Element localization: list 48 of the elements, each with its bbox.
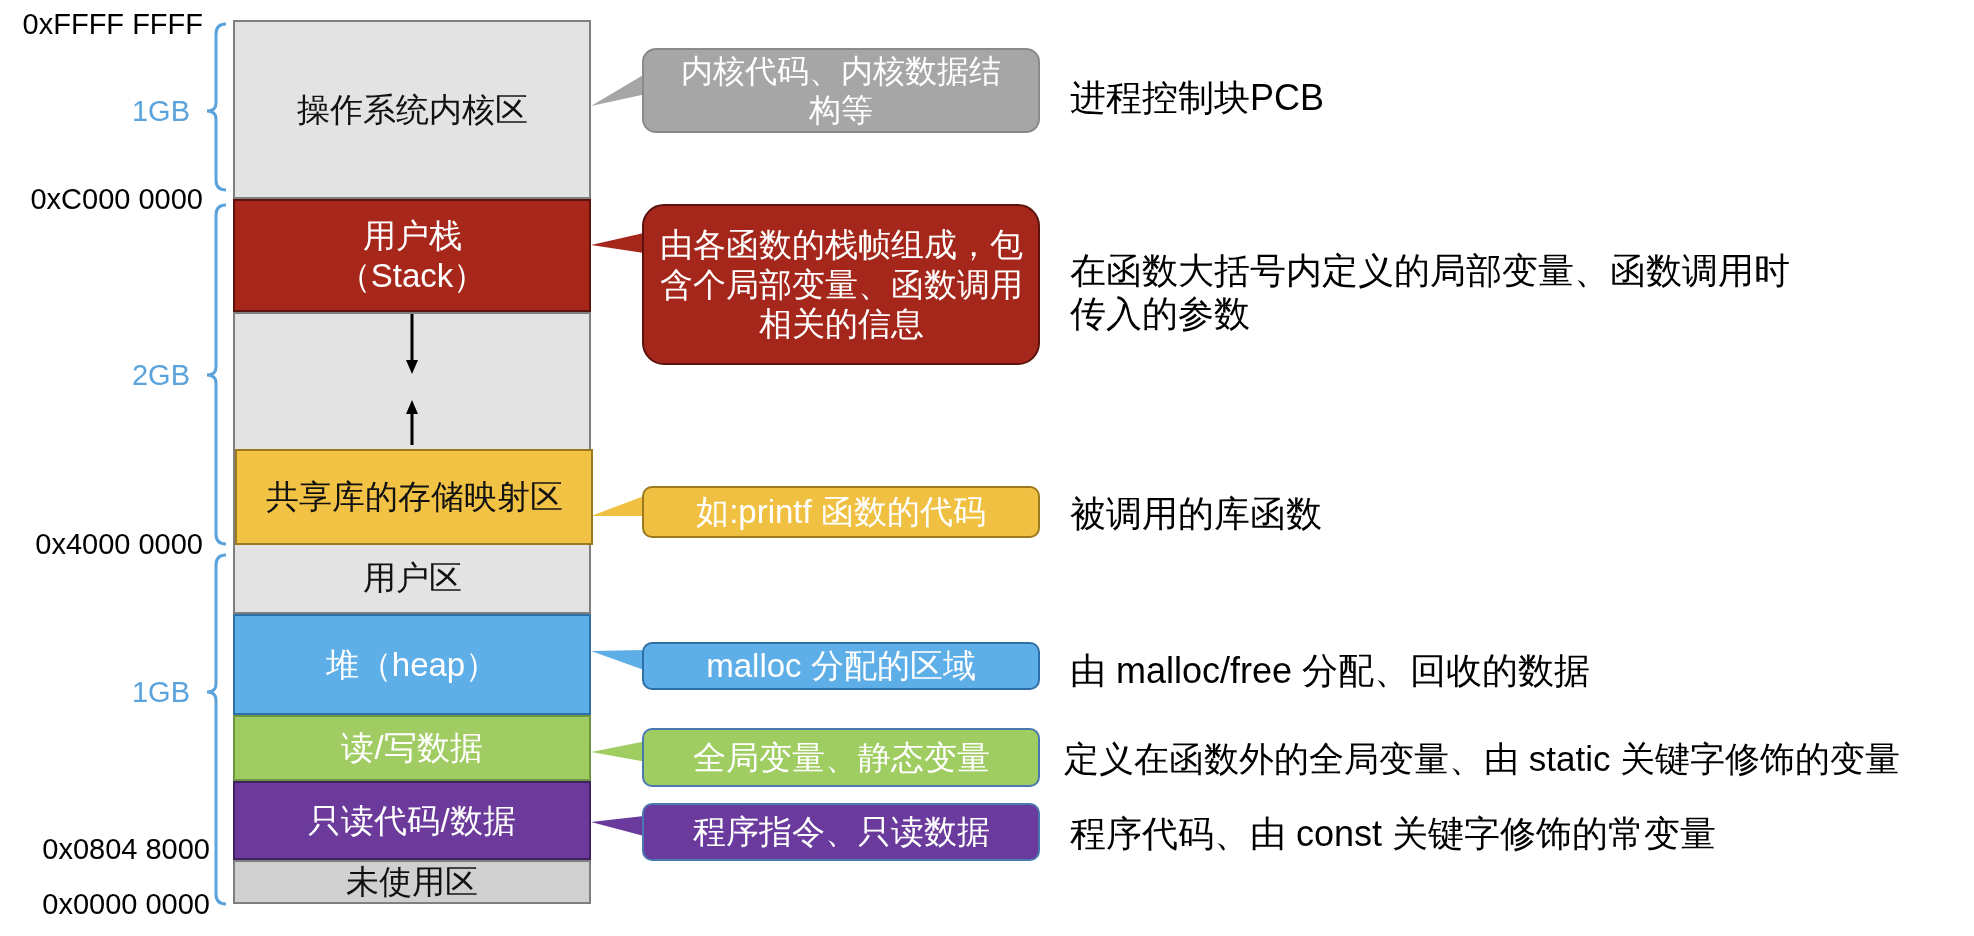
address-label: 0xC000 0000 [30,181,203,217]
memory-region [233,199,591,312]
callout-bubble [642,803,1040,861]
address-label: 0x0000 0000 [42,886,210,922]
description-text: 被调用的库函数 [1070,492,1322,536]
region-label: malloc 分配的区域 [706,646,976,686]
region-label: 如:printf 函数的代码 [696,492,986,532]
region-label: 程序指令、只读数据 [692,812,990,852]
size-label: 2GB [131,357,190,393]
memory-region [233,312,591,614]
region-label: 共享库的存储映射区 [265,477,563,517]
memory-region [235,449,593,545]
address-label: 0xFFFF FFFF [22,6,203,42]
callout-pointer [591,233,644,253]
region-label: 内核代码、内核数据结构等 [681,52,1001,129]
memory-region [233,860,591,904]
callout-pointer [591,816,644,836]
callout-pointer [591,741,644,762]
callout-pointer [591,496,644,516]
description-text: 进程控制块PCB [1070,76,1325,120]
address-label: 0x0804 8000 [42,831,210,867]
description-text: 程序代码、由 const 关键字修饰的常变量 [1070,812,1717,856]
description-text: 定义在函数外的全局变量、由 static 关键字修饰的变量 [1064,738,1901,780]
description-text: 在函数大括号内定义的局部变量、函数调用时传入的参数 [1070,248,1790,336]
region-label: 用户区 [362,558,462,598]
region-label: 未使用区 [346,862,478,902]
region-label: 由各函数的栈帧组成，包含个局部变量、函数调用相关的信息 [658,225,1024,344]
memory-region [233,20,591,199]
size-label: 1GB [131,93,190,129]
memory-region [233,781,591,860]
callout-pointer [591,650,644,670]
region-label: 全局变量、静态变量 [692,737,990,778]
callout-bubble [642,642,1040,690]
memory-region [233,715,591,781]
callout-pointer [591,74,644,106]
size-label: 1GB [131,674,190,710]
memory-region [233,614,591,715]
callout-bubble [642,48,1040,133]
address-label: 0x4000 0000 [35,526,203,562]
region-label: 只读代码/数据 [308,800,516,841]
description-text: 由 malloc/free 分配、回收的数据 [1070,649,1591,693]
region-label: 用户栈（Stack） [336,215,488,296]
region-label: 堆（heap） [325,644,499,685]
region-label: 读/写数据 [341,728,483,768]
callout-bubble [642,204,1040,365]
callout-bubble [642,486,1040,538]
callout-bubble [642,728,1040,787]
region-label: 操作系统内核区 [296,89,528,130]
